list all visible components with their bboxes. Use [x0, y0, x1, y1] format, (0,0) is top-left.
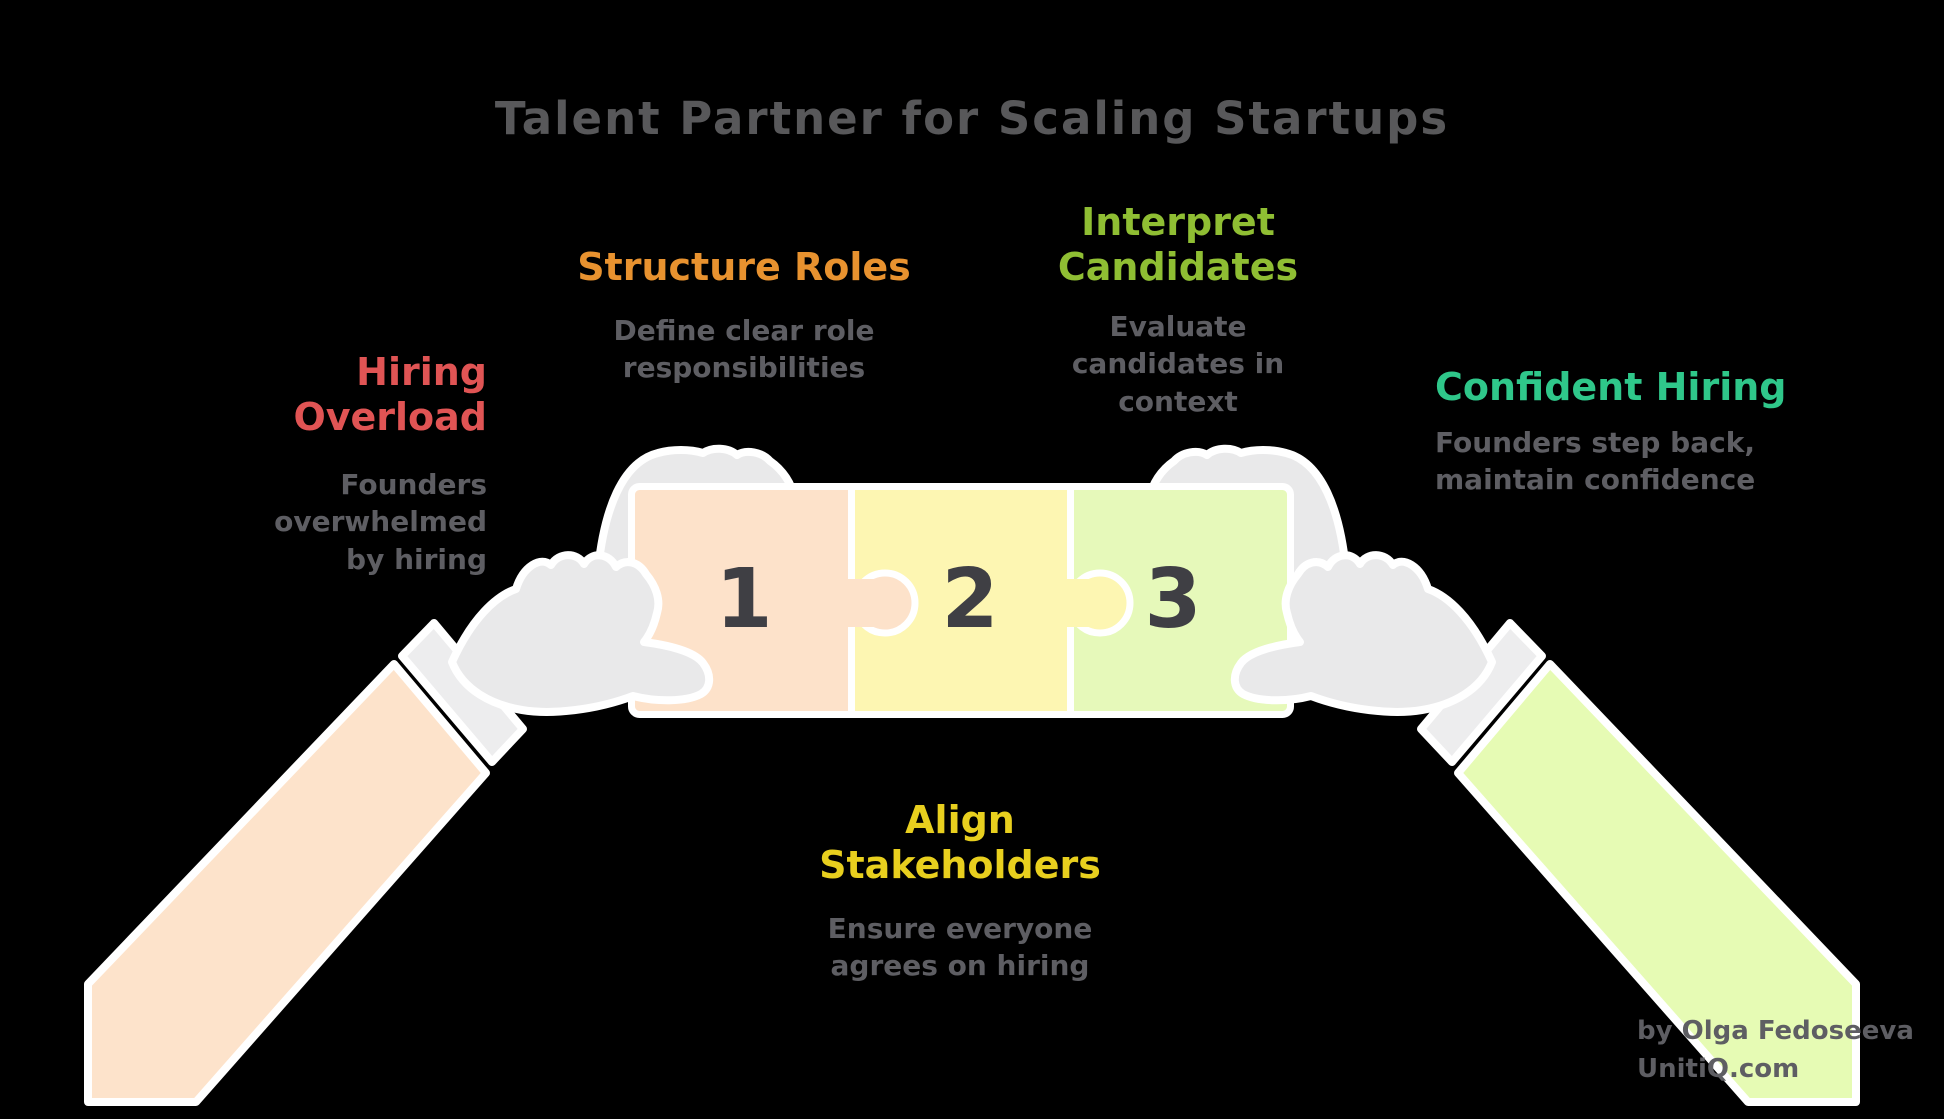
puzzle-knob-1-neck: [838, 579, 876, 627]
attribution: by Olga Fedoseeva UnitiQ.com: [1637, 1013, 1914, 1088]
puzzle-number-3: 3: [1144, 552, 1202, 647]
right-arm-cuff: [1417, 619, 1546, 766]
section-align-stakeholders: Align Stakeholders Ensure everyone agree…: [790, 798, 1130, 985]
section-hiring-overload-label: Hiring Overload: [293, 350, 487, 439]
section-align-stakeholders-label: Align Stakeholders: [819, 798, 1101, 887]
section-structure-roles-description: Define clear role responsibilities: [613, 313, 875, 385]
left-arm-cuff: [398, 619, 527, 766]
right-arm-sleeve: [1454, 660, 1860, 1106]
section-hiring-overload: Hiring Overload Founders overwhelmed by …: [187, 350, 487, 578]
puzzle-number-2: 2: [941, 552, 999, 647]
page-title: Talent Partner for Scaling Startups: [494, 92, 1450, 145]
attribution-author: by Olga Fedoseeva: [1637, 1016, 1914, 1046]
section-structure-roles-label: Structure Roles: [577, 245, 911, 289]
section-confident-hiring: Confident Hiring Founders step back, mai…: [1435, 365, 1815, 499]
puzzle-number-1: 1: [715, 552, 773, 647]
section-interpret-candidates: Interpret Candidates Evaluate candidates…: [1008, 200, 1348, 420]
puzzle-knob-2-neck: [1057, 579, 1095, 627]
left-arm-sleeve: [84, 660, 490, 1106]
section-confident-hiring-description: Founders step back, maintain confidence: [1435, 425, 1756, 497]
section-hiring-overload-description: Founders overwhelmed by hiring: [274, 467, 487, 576]
section-structure-roles: Structure Roles Define clear role respon…: [574, 245, 914, 387]
left-hand: [448, 551, 714, 716]
section-align-stakeholders-description: Ensure everyone agrees on hiring: [827, 911, 1093, 983]
section-interpret-candidates-label: Interpret Candidates: [1057, 200, 1299, 289]
right-hand: [1230, 551, 1496, 716]
puzzle-strip: [628, 483, 1294, 718]
section-confident-hiring-label: Confident Hiring: [1435, 365, 1787, 409]
section-interpret-candidates-description: Evaluate candidates in context: [1071, 309, 1285, 418]
attribution-website: UnitiQ.com: [1637, 1053, 1800, 1084]
